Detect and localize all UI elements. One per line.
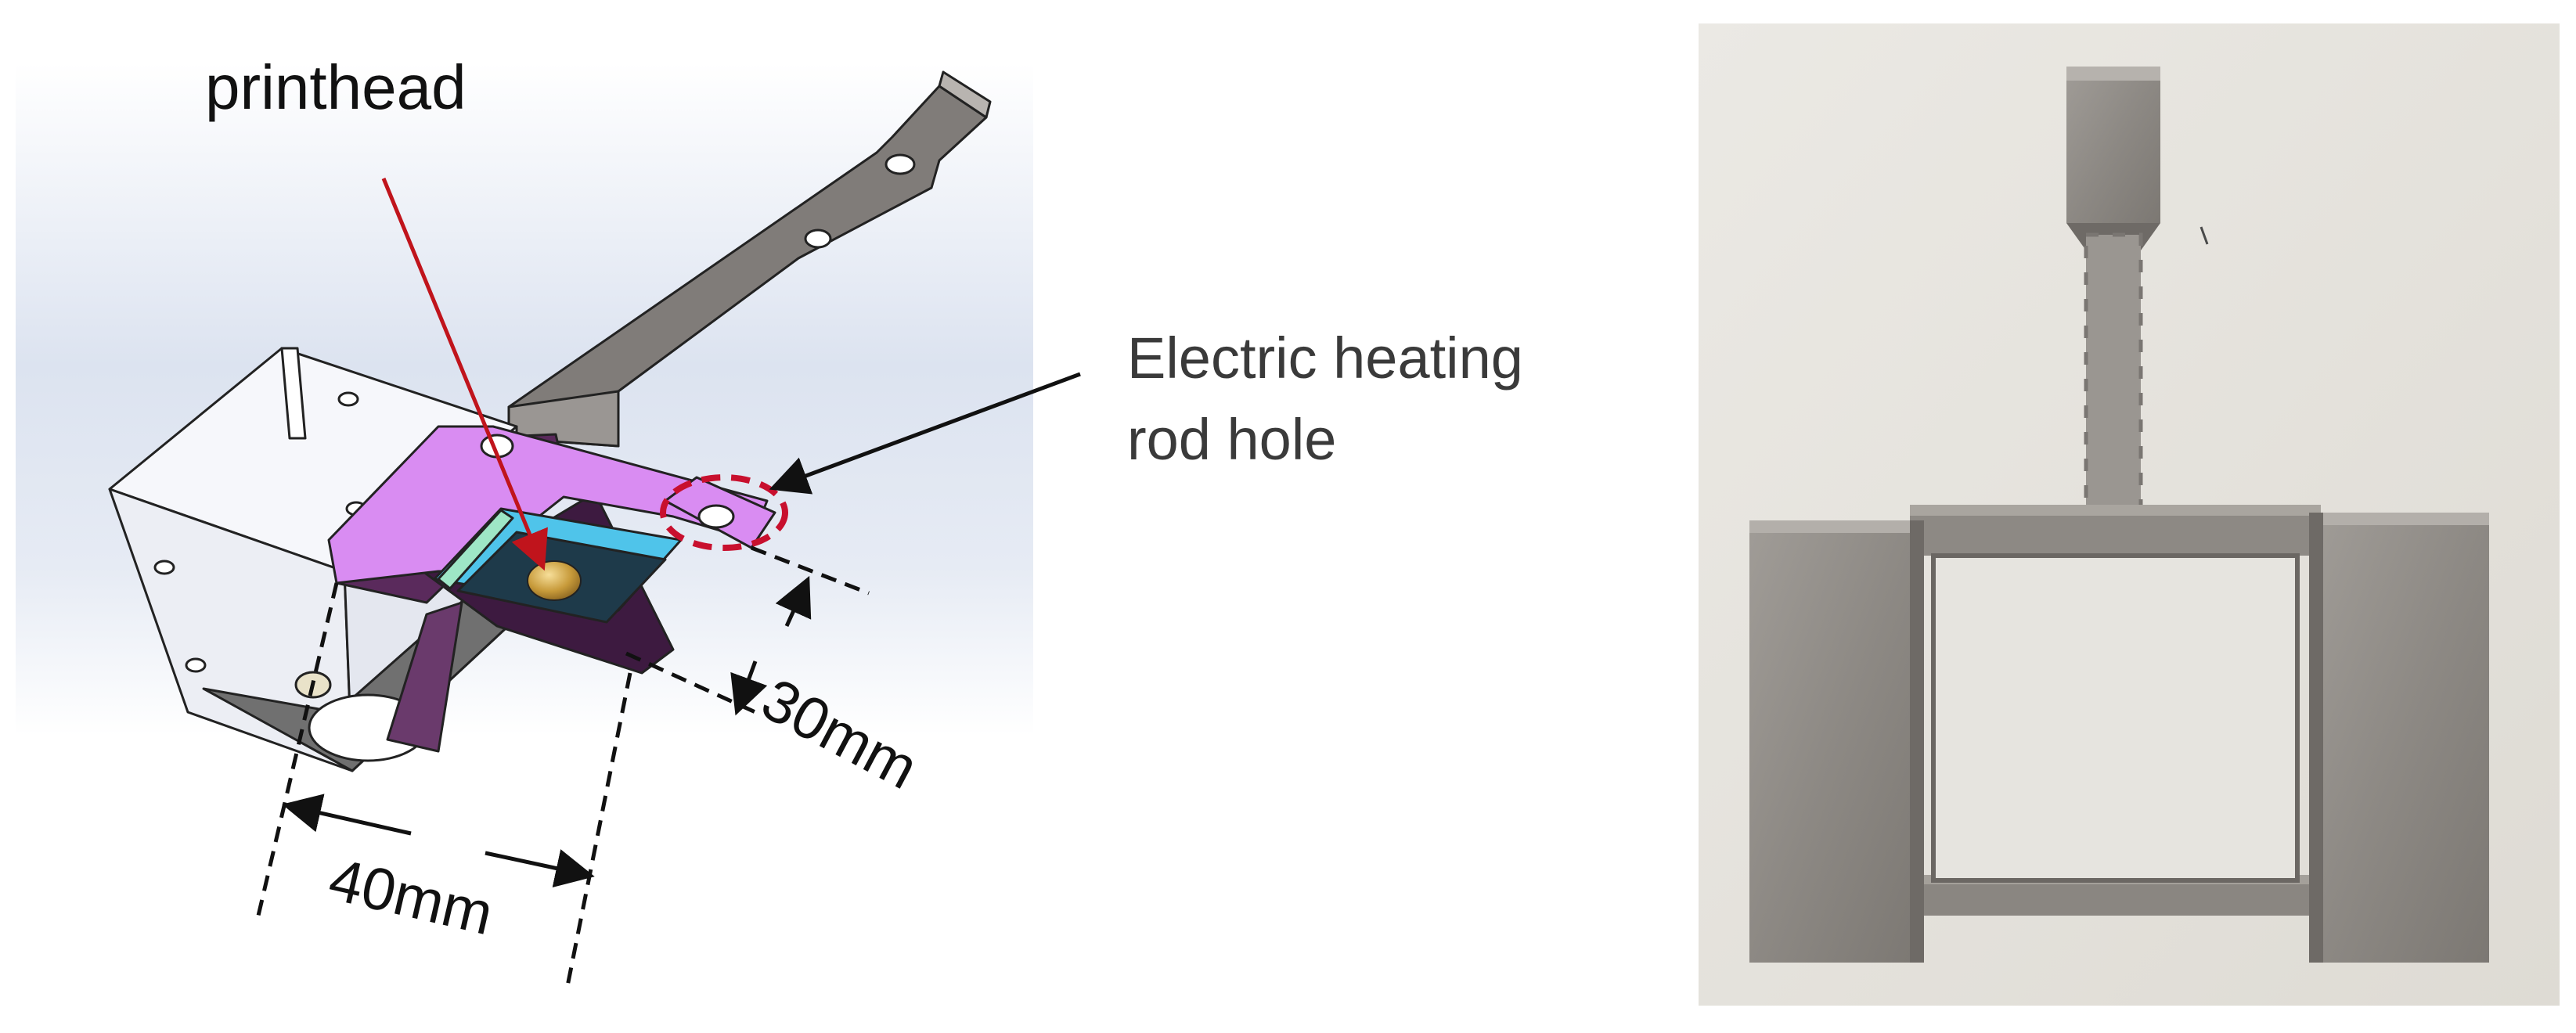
part-photo [1699,23,2560,1006]
heating-label-line2: rod hole [1127,407,1337,472]
dim-40-arrow-left [282,794,412,836]
dimension-30mm [625,545,870,716]
photo-left-block [1749,520,1924,963]
frame-window [1933,556,2297,880]
nozzle [527,560,582,601]
printhead-label: printhead [205,52,467,122]
photo-frame [1910,505,2321,916]
dim-40-arrow-right [485,849,595,888]
dim-30-arrow-down [730,660,768,716]
heating-rod-hole-label: Electric heating rod hole [1127,318,1523,481]
dim-40-extension-left [256,582,339,916]
photo-right-block [2309,513,2489,963]
dim-40-extension-right [565,672,632,987]
heating-rod-hole-arrow [769,372,1081,495]
cad-rendering [16,63,1081,987]
dimension-40mm [256,582,632,987]
dim-30-extension-top [751,545,870,596]
dim-30-arrow-up [775,575,812,628]
printhead-arrow [381,178,548,571]
heating-label-line1: Electric heating [1127,326,1523,391]
mounting-arm [507,70,992,448]
photo-arm [2066,67,2209,527]
heating-rod-hole-highlight [660,474,788,551]
